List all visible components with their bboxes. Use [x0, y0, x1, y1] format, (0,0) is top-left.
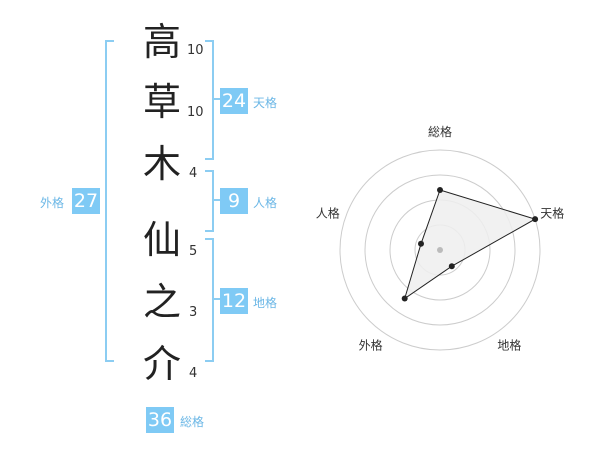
radar-axis-label-4: 外格 — [359, 338, 383, 353]
radar-ring-3 — [364, 174, 516, 326]
jinkaku-value: 9 — [220, 188, 248, 214]
soukaku-value: 36 — [146, 407, 174, 433]
radar-area — [403, 189, 537, 300]
radar-point-3 — [448, 263, 455, 270]
tenkaku-label: 天格 — [253, 96, 278, 110]
chikaku-bracket-tick — [212, 298, 220, 300]
radar-point-4 — [401, 295, 408, 302]
stroke-count-5: 3 — [189, 305, 198, 320]
jinkaku-bracket-tick — [212, 199, 220, 201]
stroke-count-2: 10 — [187, 105, 204, 120]
tenkaku-bracket — [205, 40, 214, 160]
name-char-1: 高 — [142, 20, 181, 64]
gaikaku-label: 外格 — [40, 196, 65, 210]
radar-axis-label-1: 総格 — [428, 124, 452, 139]
tenkaku-bracket-tick — [212, 98, 220, 100]
radar-center-dot — [437, 247, 443, 253]
radar-axis-label-3: 地格 — [497, 338, 521, 353]
stroke-count-3: 4 — [189, 166, 198, 181]
radar-point-5 — [418, 240, 424, 247]
radar-ring-4 — [339, 149, 541, 351]
gaikaku-bracket — [105, 40, 114, 362]
soukaku-label: 総格 — [180, 415, 205, 429]
name-char-4: 仙 — [142, 218, 181, 262]
chikaku-label: 地格 — [253, 296, 278, 310]
radar-axis-label-5: 人格 — [316, 206, 340, 221]
radar-axis-label-2: 天格 — [540, 206, 564, 221]
stroke-count-1: 10 — [187, 43, 204, 58]
name-char-2: 草 — [142, 80, 181, 124]
tenkaku-value: 24 — [220, 88, 248, 114]
radar-point-2 — [532, 216, 539, 223]
chikaku-value: 12 — [220, 288, 248, 314]
radar-point-1 — [437, 187, 443, 193]
jinkaku-label: 人格 — [253, 196, 278, 210]
stroke-count-4: 5 — [189, 244, 198, 259]
name-char-6: 介 — [142, 342, 181, 386]
name-char-3: 木 — [142, 142, 181, 186]
gaikaku-value: 27 — [72, 188, 100, 214]
name-char-5: 之 — [142, 280, 181, 324]
stroke-count-6: 4 — [189, 366, 198, 381]
chikaku-bracket — [205, 238, 214, 362]
jinkaku-bracket — [205, 170, 214, 232]
